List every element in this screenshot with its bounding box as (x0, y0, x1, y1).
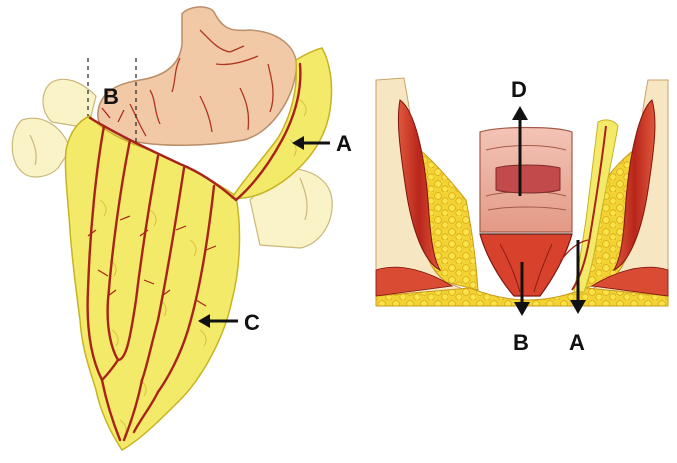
label-b-left: B (103, 84, 119, 109)
label-b-right: B (513, 330, 529, 355)
rectum (480, 128, 572, 233)
label-a-left: A (336, 131, 352, 156)
label-c-left: C (244, 310, 260, 335)
stomach (98, 7, 297, 145)
left-panel-omentum-illustration (12, 7, 332, 450)
label-a-right: A (569, 330, 585, 355)
anal-canal (480, 234, 572, 296)
label-d-right: D (511, 77, 527, 102)
